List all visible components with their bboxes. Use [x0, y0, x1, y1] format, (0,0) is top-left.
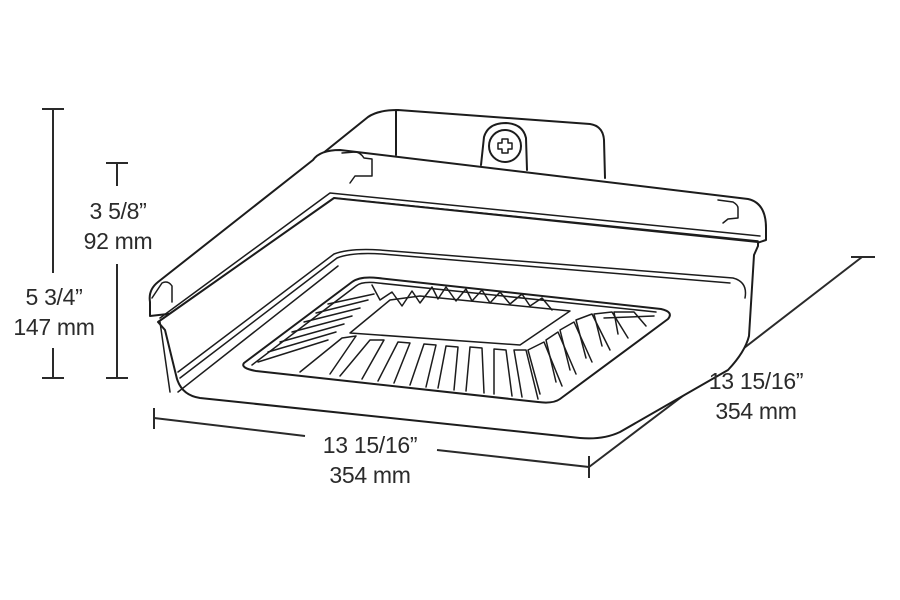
dimension-overall-height-line	[42, 108, 64, 379]
depth-imperial: 13 15/16”	[708, 368, 804, 394]
housing-height-imperial: 3 5/8”	[89, 198, 147, 224]
fins-left	[257, 293, 375, 363]
width-imperial: 13 15/16”	[322, 432, 418, 458]
width-label: 13 15/16” 354 mm	[310, 430, 430, 490]
fins-front	[299, 335, 539, 400]
screw-icon	[497, 138, 513, 154]
overall-height-metric: 147 mm	[13, 314, 95, 340]
lens-opening	[242, 276, 671, 404]
mounting-tab	[480, 122, 528, 171]
overall-height-label: 5 3/4” 147 mm	[4, 282, 104, 342]
dimension-depth-line	[588, 256, 875, 468]
mounting-box	[321, 109, 606, 179]
width-metric: 354 mm	[329, 462, 411, 488]
dimension-housing-height-line	[106, 162, 128, 379]
fins-right	[527, 311, 655, 395]
depth-metric: 354 mm	[715, 398, 797, 424]
housing-height-metric: 92 mm	[83, 228, 153, 254]
dimension-width-line	[153, 408, 590, 478]
housing-height-label: 3 5/8” 92 mm	[68, 196, 168, 256]
overall-height-imperial: 5 3/4”	[25, 284, 83, 310]
depth-label: 13 15/16” 354 mm	[696, 366, 816, 426]
